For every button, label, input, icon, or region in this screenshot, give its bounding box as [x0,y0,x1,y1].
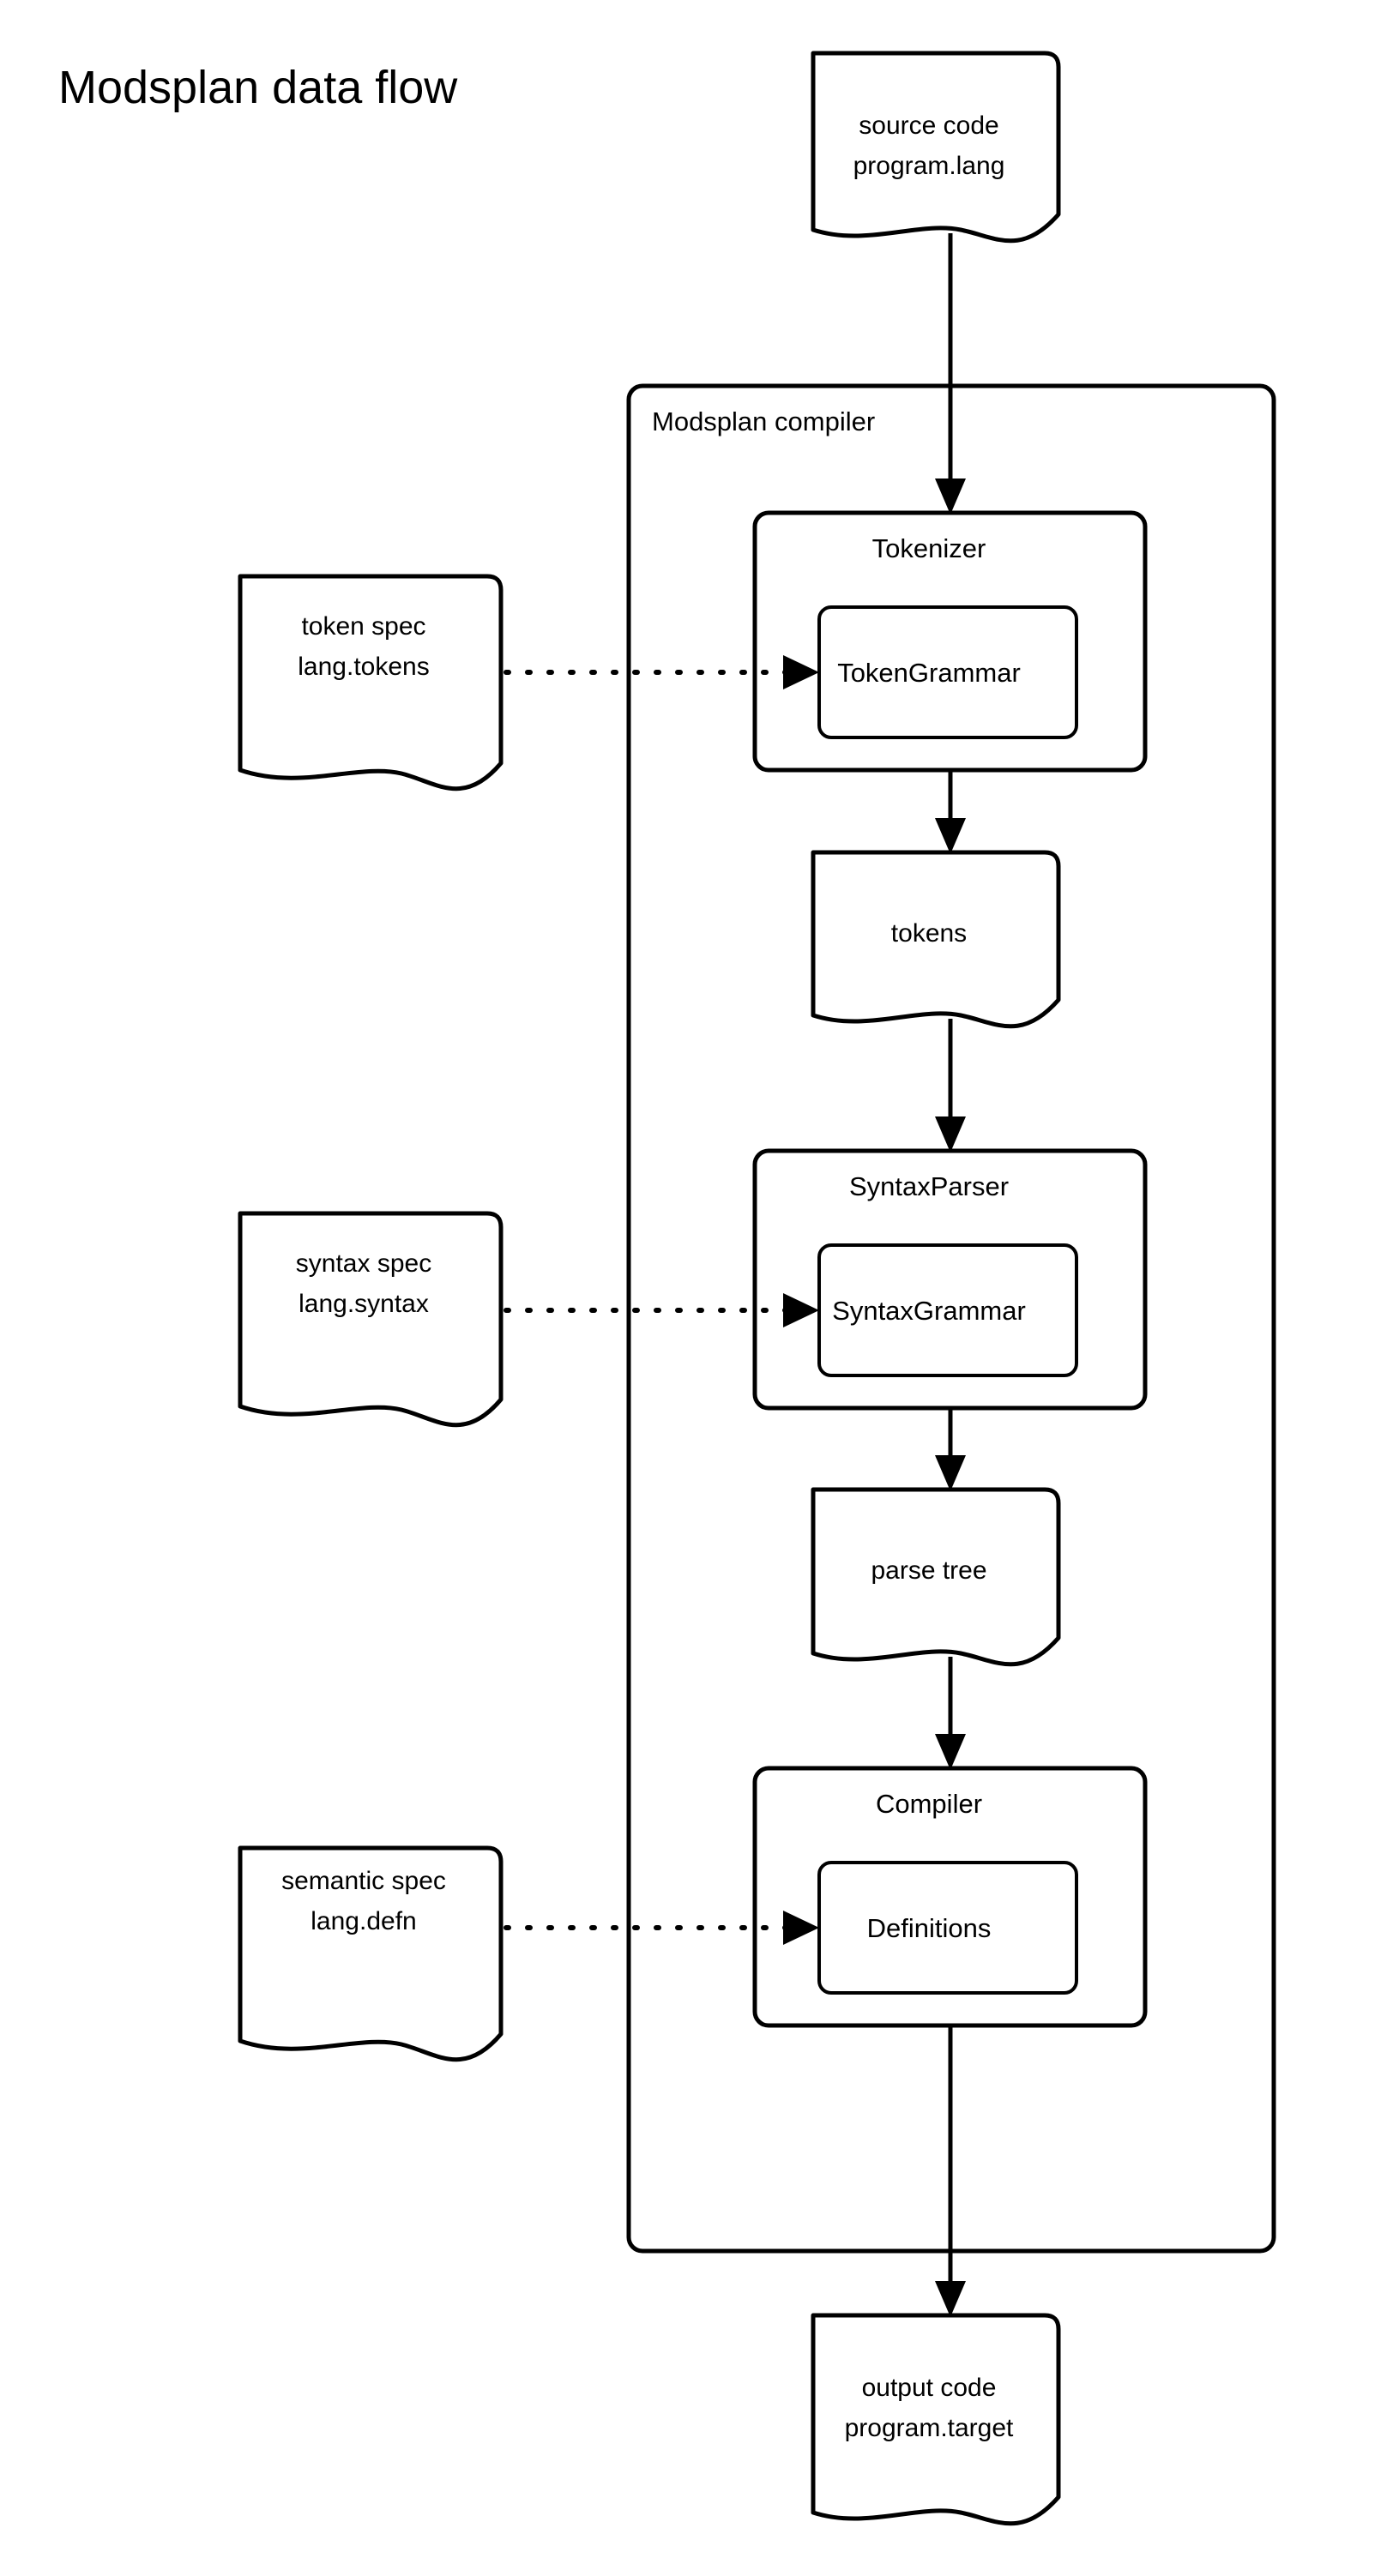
source-code-line2: program.lang [853,152,1005,180]
compiler-label: Compiler [876,1789,982,1819]
dotted-arrow-syntax-spec [504,1293,819,1327]
document-semantic-spec[interactable] [238,1845,504,2062]
semantic-spec-line1: semantic spec [281,1867,446,1895]
syntax-grammar-label: SyntaxGrammar [832,1296,1026,1326]
document-source-code[interactable] [811,51,1061,244]
arrow-tokenizer-to-tokens [935,770,966,854]
arrow-source-to-tokenizer [935,233,966,515]
document-output-code[interactable] [811,2313,1061,2526]
document-token-spec[interactable] [238,574,504,791]
output-code-line2: program.target [845,2414,1014,2442]
arrow-compiler-to-output [935,2025,966,2317]
page-title: Modsplan data flow [58,62,458,113]
document-tokens[interactable] [811,850,1061,1029]
syntax-spec-line2: lang.syntax [298,1290,429,1318]
syntax-parser-label: SyntaxParser [849,1171,1009,1201]
token-spec-line2: lang.tokens [298,653,429,681]
arrow-parsetree-to-compiler [935,1657,966,1770]
semantic-spec-line2: lang.defn [311,1907,416,1935]
source-code-line1: source code [859,111,998,140]
document-syntax-spec[interactable] [238,1211,504,1428]
dotted-arrow-semantic-spec [504,1911,819,1945]
token-spec-line1: token spec [301,612,425,641]
parse-tree-label: parse tree [871,1556,986,1585]
tokenizer-label: Tokenizer [872,533,986,563]
arrow-syntaxparser-to-parsetree [935,1408,966,1491]
arrow-tokens-to-syntaxparser [935,1019,966,1153]
stage-syntax-parser[interactable] [752,1148,1148,1411]
syntax-spec-line1: syntax spec [296,1249,431,1278]
document-parse-tree[interactable] [811,1487,1061,1667]
dotted-arrow-token-spec [504,655,819,689]
token-grammar-label: TokenGrammar [837,658,1021,688]
output-code-line1: output code [862,2374,997,2402]
tokens-label: tokens [891,919,967,948]
definitions-label: Definitions [867,1913,992,1943]
compiler-container-label: Modsplan compiler [652,406,875,436]
